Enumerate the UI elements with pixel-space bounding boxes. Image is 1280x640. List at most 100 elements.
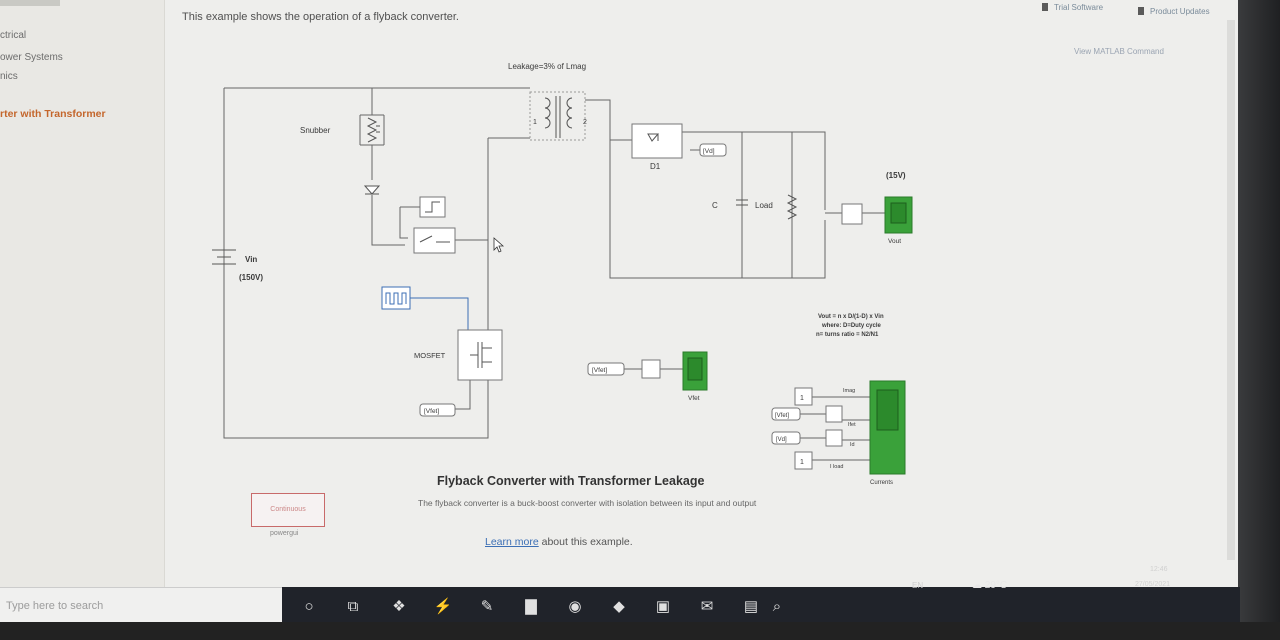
example-summary: The flyback converter is a buck-boost co… [418,498,757,508]
view-matlab-command-link[interactable]: View MATLAB Command [1074,47,1164,56]
mosfet-label: MOSFET [414,351,446,360]
scope-screen-icon [890,202,907,224]
breaker-icon [419,235,450,243]
step-wire [399,206,420,239]
equation-line-1: Vout = n x D/(1-D) x Vin [818,314,884,320]
language-indicator[interactable]: EN [912,581,924,590]
taskbar-search-box[interactable]: Type here to search [0,587,282,625]
vd-tag-label: [Vd] [703,148,715,155]
windows-taskbar: Type here to search ○ ⧉ ❖ ⚡ ✎ ▇ ◉ ◆ ▣ ✉ … [0,587,1240,625]
transformer-block[interactable] [529,91,586,141]
example-title: Flyback Converter with Transformer Leaka… [437,474,705,488]
constant-block-1[interactable] [794,387,813,406]
product-updates-label: Product Updates [1150,7,1210,16]
task-view-icon[interactable]: ⧉ [347,597,359,615]
snubber-diode-icon [363,185,381,195]
hand-cursor-icon [493,237,505,253]
edge-icon[interactable]: ◉ [568,598,582,615]
app-icon[interactable]: ✎ [480,598,494,615]
capacitor-icon [736,199,748,206]
breaker-block[interactable] [413,227,456,254]
monitor-bezel-bottom [0,622,1280,640]
temperature-label: 29°C [984,580,1008,591]
learn-more-link[interactable]: Learn more [485,536,539,548]
vin-source[interactable] [212,249,236,265]
powergui-block[interactable]: Continuous [251,493,325,527]
trial-software-label: Trial Software [1054,3,1104,12]
vin-value: (150V) [239,273,263,282]
constant-block-2[interactable] [794,451,813,470]
vd-goto-tag[interactable] [699,143,727,157]
id-label: Id [850,442,855,448]
vertical-scrollbar[interactable] [1227,20,1235,560]
iload-label: I load [830,464,843,470]
search-icon[interactable]: ⌕ [772,597,782,615]
matlab-icon[interactable]: ▤ [743,598,759,615]
powergui-label: powergui [270,530,299,537]
capacitor-label: C [712,201,718,210]
scope-screen-icon [876,389,899,431]
diode-d1-block[interactable] [631,123,683,159]
app-icon[interactable]: ⚡ [433,598,453,615]
vfet-goto-label: [Vfet] [424,408,439,415]
learn-more-rest: about this example. [538,536,633,548]
imag-label: Imag [843,388,855,394]
step-icon [425,201,440,213]
d1-label: D1 [650,162,661,171]
clock-date[interactable]: 27/05/2021 [1135,581,1171,588]
vfet-from-tag[interactable] [587,362,625,376]
vfet-scope-tag-label: [Vfet] [775,413,789,419]
vfet-selector-block[interactable] [641,359,661,379]
snubber-rc-frame [359,114,385,146]
nav-item-electrical[interactable]: ctrical [0,30,27,41]
trial-software-link[interactable]: Trial Software [1042,3,1103,12]
vd-scope-tag-label: [Vd] [776,437,787,443]
voltage-sensor-block[interactable] [841,203,863,225]
nav-item-electronics[interactable]: nics [0,71,18,82]
currents-scope-label: Currents [870,480,893,486]
mosfet-block[interactable] [457,329,503,381]
matlab-example-window: ctrical ower Systems nics rter with Tran… [0,0,1250,590]
clock-time[interactable]: 12:46 [1150,566,1168,573]
nav-top-strip [0,0,60,6]
ifet-selector-block[interactable] [825,405,843,423]
cloud-icon: ☁ [972,580,985,591]
vfet-goto-tag[interactable] [419,403,456,417]
load-resistor-icon [786,194,798,220]
constant-2-value: 1 [800,459,804,466]
id-selector-block[interactable] [825,429,843,447]
search-placeholder: Type here to search [6,600,104,612]
weather-widget[interactable]: ☁ 29°C [972,580,1007,591]
vfet-from-label: [Vfet] [592,367,607,374]
dropbox-icon[interactable]: ❖ [392,598,406,615]
teams-icon[interactable]: ◆ [613,598,625,615]
vfet-scope-tag[interactable] [771,407,801,421]
snubber-wire [371,88,405,246]
ifet-label: Ifet [848,422,856,428]
diode-icon [647,133,660,142]
snubber-label: Snubber [300,126,331,135]
currents-wires [800,396,870,461]
product-updates-link[interactable]: Product Updates [1138,7,1210,16]
learn-more-line: Learn more about this example. [485,536,633,548]
output-wire [682,131,826,210]
load-label: Load [755,201,773,210]
vd-scope-tag[interactable] [771,431,801,445]
download-icon [1138,7,1144,15]
file-explorer-icon[interactable]: ▇ [525,598,537,615]
mail-icon[interactable]: ✉ [700,598,714,615]
cortana-icon[interactable]: ○ [304,597,314,615]
vout-value: (15V) [886,171,906,180]
nav-item-power-systems[interactable]: ower Systems [0,52,63,63]
office-icon[interactable]: ▣ [655,598,671,615]
left-navigation: ctrical ower Systems nics rter with Tran… [0,0,165,590]
nav-item-flyback-converter[interactable]: rter with Transformer [0,108,106,120]
page-description: This example shows the operation of a fl… [182,11,459,23]
snubber-capacitor-icon [376,125,380,133]
scope-screen-icon [687,357,703,381]
leakage-label: Leakage=3% of Lmag [508,62,586,71]
equation-line-2: where: D=Duty cycle [821,323,882,329]
switch-wire [487,137,530,330]
vin-label: Vin [245,255,257,264]
mosfet-icon [470,342,492,368]
